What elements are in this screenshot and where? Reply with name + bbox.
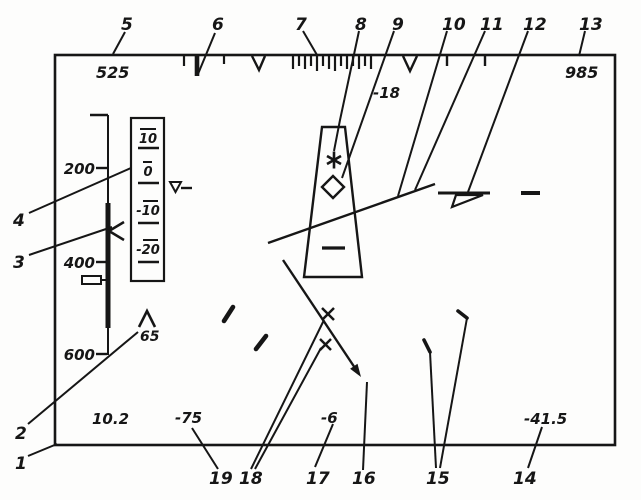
leader-13 <box>578 30 586 57</box>
callout-19: 19 <box>209 469 233 489</box>
callout-12: 12 <box>523 15 547 35</box>
callout-7: 7 <box>295 15 307 35</box>
leader-2 <box>27 331 139 425</box>
pitch-pointer-icon <box>168 181 183 195</box>
leader-10 <box>397 30 448 197</box>
hook-marker-icon <box>422 338 432 354</box>
altitude-label-600: 600 <box>64 346 95 364</box>
altitude-label-200: 200 <box>64 160 95 178</box>
director-trapezoid <box>302 125 364 279</box>
pitch-tape-box <box>129 116 166 283</box>
leader-15a <box>429 351 437 469</box>
leader-19 <box>191 427 219 470</box>
heading-chevron-icon <box>250 55 267 73</box>
vector-shaft <box>282 259 358 372</box>
callout-6: 6 <box>212 15 224 35</box>
callout-17: 17 <box>306 469 330 489</box>
altitude-label-400: 400 <box>63 254 95 272</box>
leader-9 <box>341 30 395 179</box>
leader-14 <box>527 426 543 469</box>
callout-leaders <box>27 30 586 471</box>
callout-15: 15 <box>426 469 450 489</box>
leader-18b <box>254 347 322 470</box>
asterisk-arm <box>326 154 342 166</box>
leader-11 <box>414 30 486 191</box>
callout-14: 14 <box>513 469 537 489</box>
callout-10: 10 <box>442 15 466 35</box>
hook-marker-icon <box>456 309 469 320</box>
leader-5 <box>112 31 126 55</box>
leader-1 <box>27 443 58 457</box>
velocity-vector-arrow <box>282 259 361 377</box>
pitch-tape-label: 10 <box>139 132 157 147</box>
x-mark-icon <box>319 338 332 351</box>
x-stroke <box>319 338 332 351</box>
callout-5: 5 <box>121 15 133 35</box>
pitch-tape-label: 0 <box>143 165 152 180</box>
callout-labels: 1 2 3 4 5 6 7 8 9 10 11 12 13 14 15 16 1… <box>12 15 603 489</box>
callout-9: 9 <box>392 15 404 35</box>
callout-18: 18 <box>239 469 263 489</box>
leader-16 <box>362 381 368 471</box>
runway-flag-icon <box>438 191 490 209</box>
leader-7 <box>302 30 318 56</box>
bottom-readout-4: -41.5 <box>524 410 567 428</box>
marker-caret-icon <box>137 308 157 328</box>
leader-6 <box>197 32 216 75</box>
slant-dash-icon <box>253 333 269 352</box>
heading-chevron-icon <box>401 55 419 74</box>
slant-dash-icon <box>221 304 236 324</box>
diamond-target-icon <box>320 174 346 200</box>
pitch-tape: 10 0 -10 -20 <box>129 116 192 283</box>
callout-8: 8 <box>355 15 367 35</box>
altitude-scale: 200 400 600 <box>63 113 125 364</box>
pitch-tape-label: -10 <box>136 204 160 219</box>
marker-value: 65 <box>140 329 160 345</box>
bottom-readout-2: -75 <box>175 409 202 427</box>
callout-4: 4 <box>12 211 25 231</box>
callout-13: 13 <box>579 15 603 35</box>
callout-16: 16 <box>352 469 376 489</box>
callout-2: 2 <box>15 424 27 444</box>
leader-17 <box>314 423 334 468</box>
altitude-bug-icon <box>81 275 102 285</box>
leader-4 <box>28 167 132 214</box>
heading-scale <box>182 55 487 76</box>
airspeed-readout: 525 <box>96 63 129 82</box>
callout-11: 11 <box>480 15 504 35</box>
horizon-line <box>267 182 436 245</box>
callout-3: 3 <box>13 253 25 273</box>
leader-15b <box>439 317 468 469</box>
leader-8 <box>333 30 360 152</box>
bottom-readout-1: 10.2 <box>92 410 129 428</box>
altitude-pointer-icon <box>106 220 125 242</box>
asterisk-target-icon <box>326 151 342 169</box>
leader-12 <box>467 30 529 193</box>
pitch-readout: -18 <box>373 84 400 102</box>
callout-1: 1 <box>15 454 27 474</box>
flag-triangle <box>450 193 484 209</box>
vector-arrowhead <box>350 363 361 377</box>
altitude-readout: 985 <box>565 63 598 82</box>
x-mark-icon <box>321 307 335 321</box>
leader-18a <box>250 319 325 470</box>
leader-3 <box>28 226 113 256</box>
display-frame <box>53 53 617 447</box>
x-stroke <box>321 307 335 321</box>
bottom-readout-3: -6 <box>321 409 338 427</box>
pitch-tape-label: -20 <box>136 243 160 258</box>
